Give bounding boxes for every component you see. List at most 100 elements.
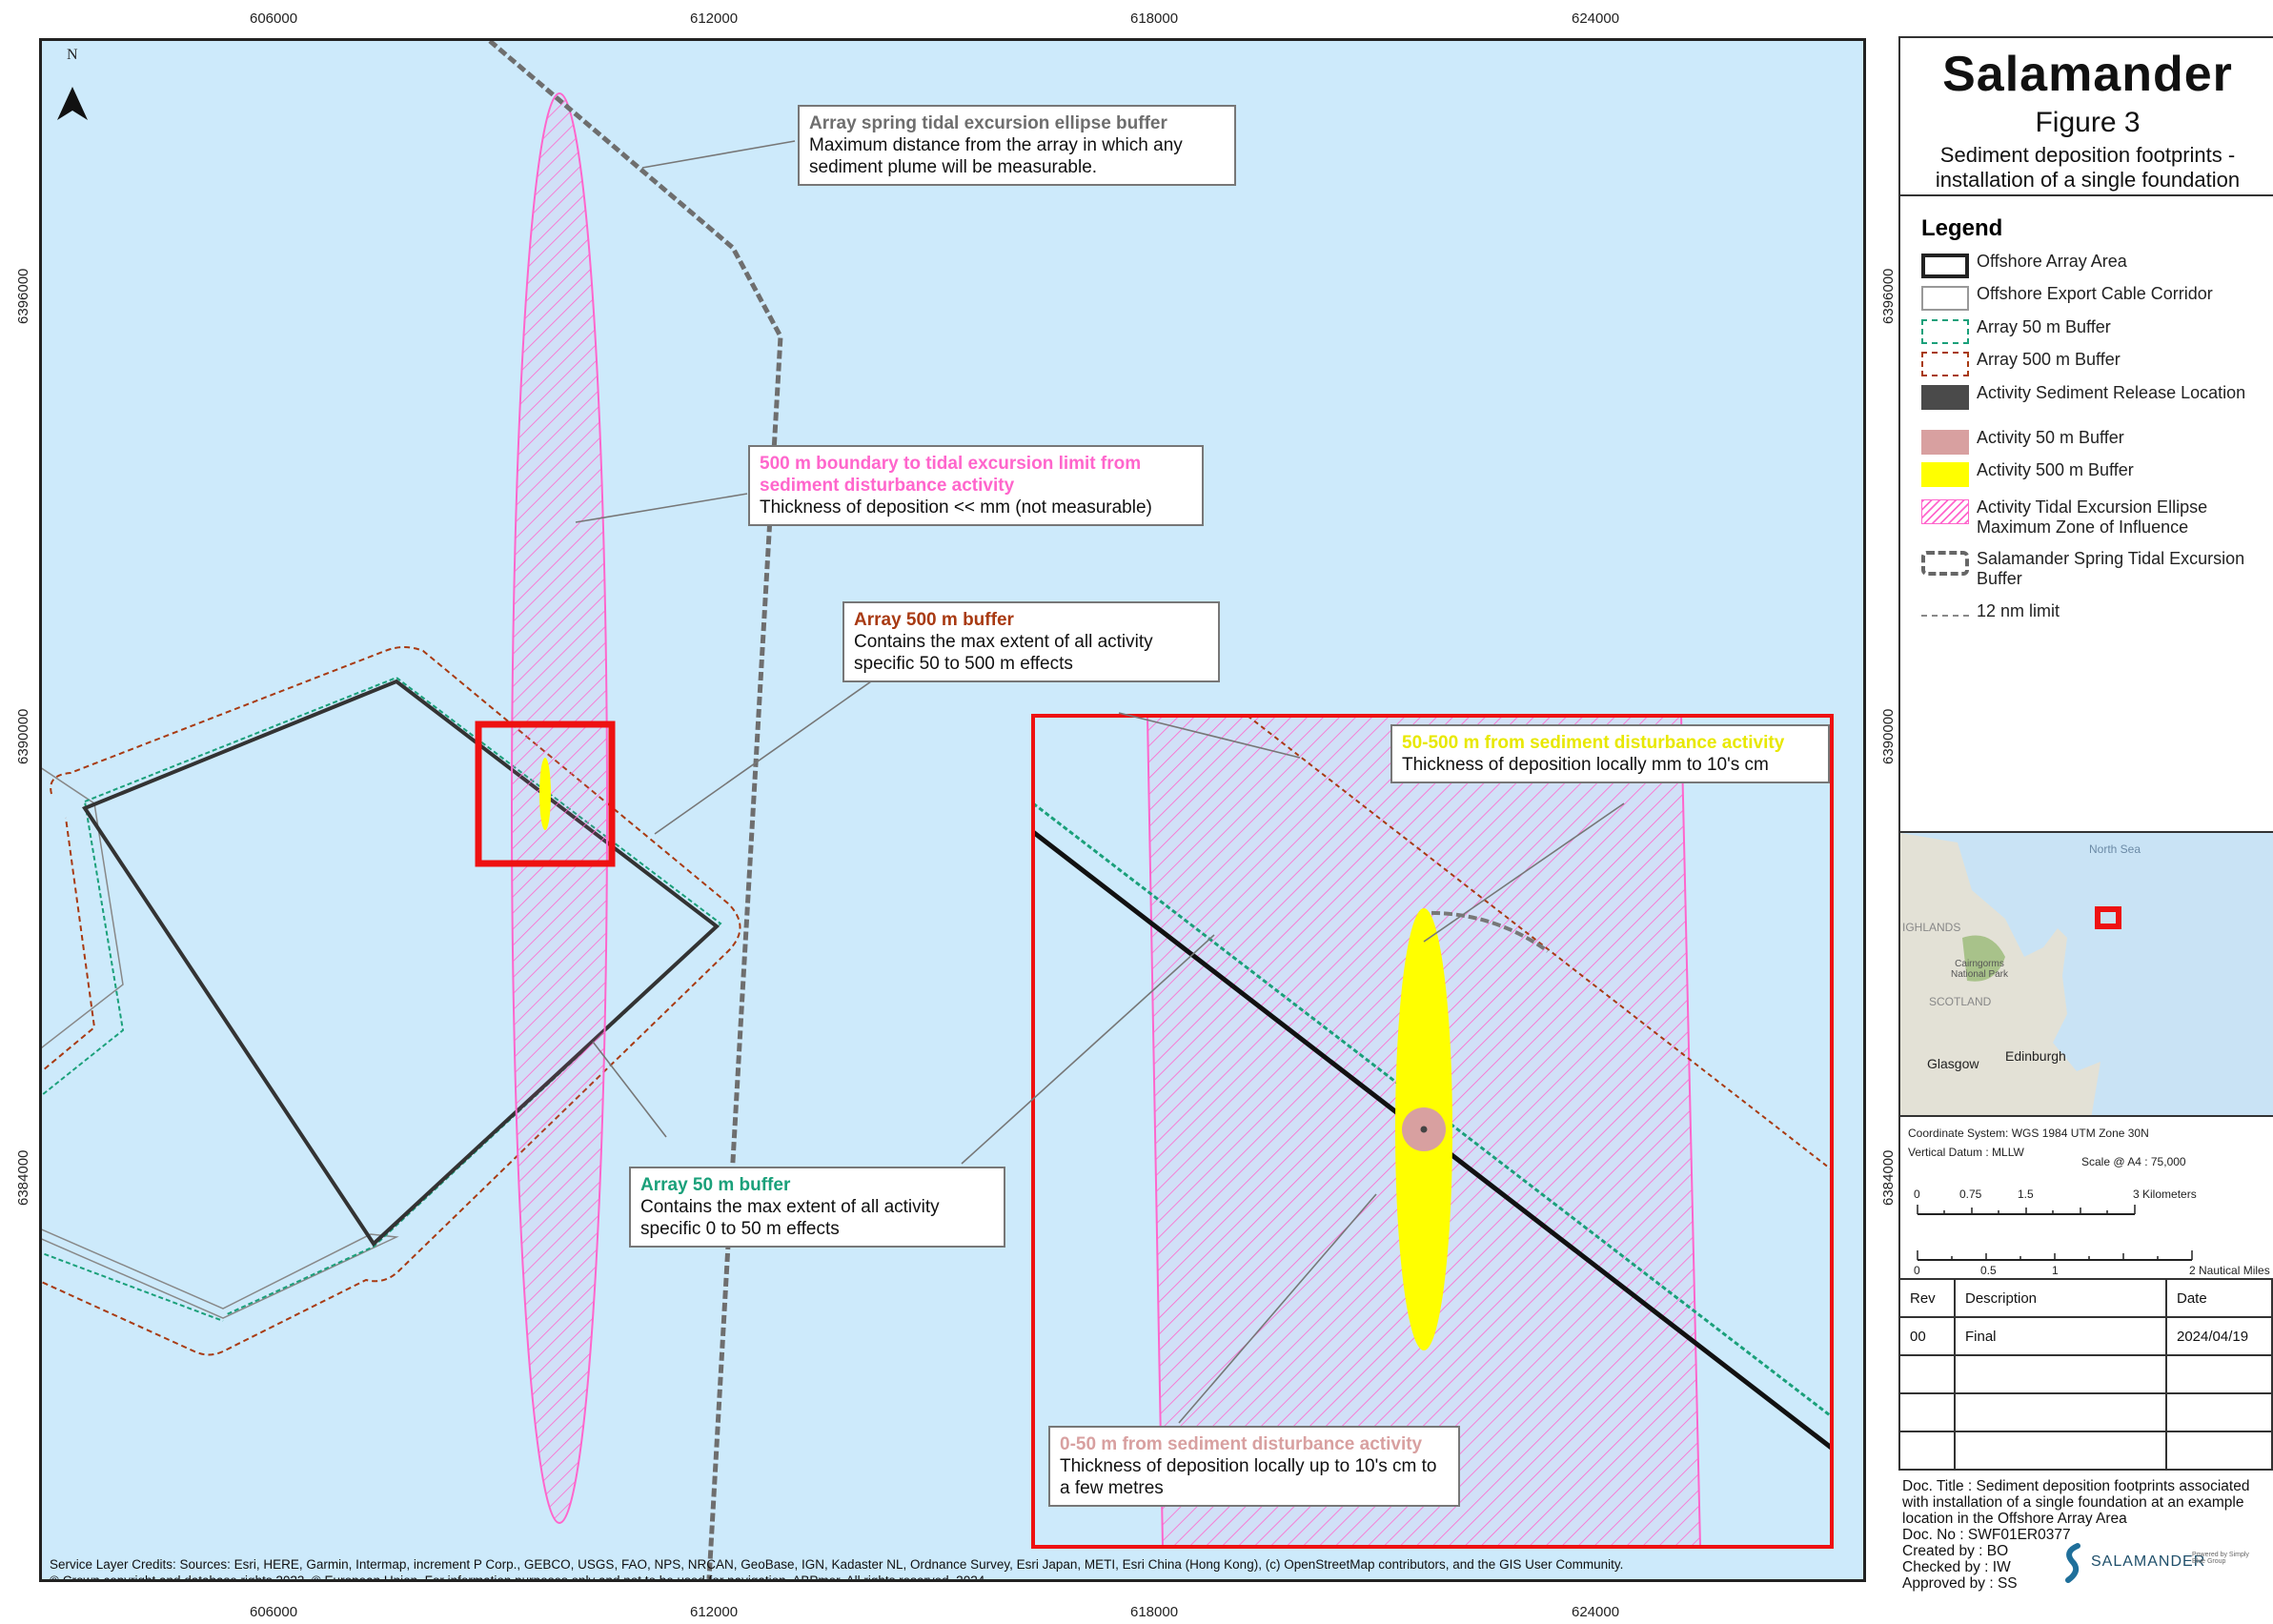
zoom-extent-box[interactable]	[475, 721, 616, 867]
callout-title: 50-500 m from sediment disturbance activ…	[1402, 733, 1785, 753]
legend-swatch	[1921, 551, 1969, 576]
figure-subtitle-1: Sediment deposition footprints -	[1939, 143, 2236, 167]
legend-label: Activity Tidal Excursion Ellipse Maximum…	[1977, 497, 2208, 537]
rev-cell: 00	[1898, 1316, 1956, 1356]
created-by: Created by : BO	[1902, 1543, 2009, 1559]
approved-by: Approved by : SS	[1902, 1575, 2018, 1592]
document-info: Doc. Title : Sediment deposition footpri…	[1902, 1478, 2273, 1592]
salamander-logo-icon	[2065, 1543, 2080, 1583]
legend-swatch	[1921, 385, 1969, 410]
revision-table: Rev Description Date 00 Final 2024/04/19	[1898, 1278, 2273, 1471]
scale-bars	[1917, 1205, 2193, 1261]
km-label-2: 1.5	[2018, 1188, 2034, 1201]
legend-label: Activity Sediment Release Location	[1977, 383, 2246, 402]
figure-subtitle-2: installation of a single foundation	[1935, 168, 2241, 192]
brand-title: Salamander	[1942, 47, 2233, 102]
salamander-spring-tidal-excursion-buffer	[488, 41, 783, 1579]
x-tick-label: 618000	[1130, 10, 1179, 27]
map-canvas	[42, 41, 1834, 1579]
km-label-0: 0	[1914, 1188, 1920, 1201]
callout-text: Maximum distance from the array in which…	[809, 135, 1183, 177]
scale-block: Coordinate System: WGS 1984 UTM Zone 30N…	[1898, 1115, 2273, 1280]
callout-title: 0-50 m from sediment disturbance activit…	[1060, 1434, 1423, 1454]
map-scale: Scale @ A4 : 75,000	[2081, 1155, 2186, 1168]
revision-header-row: Rev Description Date	[1898, 1278, 2273, 1318]
legend-label: Offshore Export Cable Corridor	[1977, 284, 2213, 303]
map-callout: Array spring tidal excursion ellipse buf…	[798, 105, 1236, 186]
main-map[interactable]: N Array spring tidal excursion ellipse b…	[39, 38, 1866, 1582]
km-label-3: 3 Kilometers	[2133, 1188, 2197, 1201]
legend-swatch	[1921, 499, 1969, 524]
y-tick-label: 6396000	[1880, 268, 1897, 324]
overview-land	[1900, 833, 2121, 1115]
nm-label-2: 1	[2052, 1264, 2059, 1277]
x-tick-label: 618000	[1130, 1604, 1179, 1620]
legend-label: 12 nm limit	[1977, 601, 2060, 620]
zoom-inset	[1033, 716, 1832, 1547]
nm-label-3: 2 Nautical Miles	[2189, 1264, 2270, 1277]
legend-swatch	[1921, 430, 1969, 455]
array-50m-buffer	[42, 676, 722, 1322]
y-tick-label: 6396000	[15, 268, 31, 324]
checked-by: Checked by : IW	[1902, 1559, 2011, 1575]
description-header: Description	[1954, 1278, 2167, 1318]
legend-swatch	[1921, 319, 1969, 344]
vertical-datum: Vertical Datum : MLLW	[1908, 1146, 2024, 1159]
legend-label: Activity 50 m Buffer	[1977, 428, 2124, 447]
service-credits: Service Layer Credits: Sources: Esri, HE…	[50, 1556, 1841, 1582]
y-tick-label: 6384000	[1880, 1149, 1897, 1206]
map-callout: 500 m boundary to tidal excursion limit …	[748, 445, 1204, 526]
activity-tidal-excursion-ellipse[interactable]	[511, 92, 608, 1524]
legend-swatch	[1921, 352, 1969, 376]
north-label: N	[67, 47, 78, 63]
legend-title: Legend	[1921, 215, 2003, 241]
legend-label: Offshore Array Area	[1977, 252, 2127, 271]
nm-label-0: 0	[1914, 1264, 1920, 1277]
credits-line-2: © Crown copyright and database rights 20…	[50, 1573, 988, 1582]
legend-label: Array 500 m Buffer	[1977, 350, 2121, 369]
rev-header: Rev	[1898, 1278, 1956, 1318]
park-label: Cairngorms National Park	[1950, 959, 2009, 980]
table-row	[1898, 1431, 2273, 1471]
callout-text: Thickness of deposition locally up to 10…	[1060, 1456, 1437, 1498]
table-row	[1898, 1392, 2273, 1432]
offshore-export-cable-corridor-west	[42, 767, 124, 1049]
callout-title: Array 50 m buffer	[640, 1175, 791, 1195]
legend-swatch	[1921, 462, 1969, 487]
legend-swatch	[1921, 286, 1969, 311]
y-tick-label: 6384000	[15, 1149, 31, 1206]
nm-label-1: 0.5	[1980, 1264, 1997, 1277]
zoom-inset-border	[1031, 714, 1834, 1549]
activity-500m-buffer-small	[539, 758, 551, 830]
highlands-label: IGHLANDS	[1902, 921, 1961, 934]
description-cell: Final	[1954, 1316, 2167, 1356]
coordinate-system: Coordinate System: WGS 1984 UTM Zone 30N	[1908, 1127, 2149, 1140]
offshore-array-area[interactable]	[81, 679, 720, 1248]
y-tick-label: 6390000	[1880, 708, 1897, 764]
km-label-1: 0.75	[1959, 1188, 1982, 1201]
callout-text: Thickness of deposition locally mm to 10…	[1402, 755, 1769, 775]
table-row: 00 Final 2024/04/19	[1898, 1316, 2273, 1356]
doc-title: Doc. Title : Sediment deposition footpri…	[1902, 1478, 2250, 1527]
x-tick-label: 612000	[690, 10, 739, 27]
legend-label: Salamander Spring Tidal Excursion Buffer	[1977, 549, 2245, 588]
callout-title: 500 m boundary to tidal excursion limit …	[760, 454, 1142, 496]
legend-swatch	[1921, 254, 1969, 278]
legend-label: Array 50 m Buffer	[1977, 317, 2111, 336]
array-500m-buffer	[42, 646, 741, 1356]
credits-line-1: Service Layer Credits: Sources: Esri, HE…	[50, 1557, 1624, 1572]
logo-tagline: Powered by Simply Blue Group	[2192, 1552, 2249, 1565]
y-tick-label: 6390000	[15, 708, 31, 764]
x-tick-label: 606000	[250, 10, 298, 27]
scotland-label: SCOTLAND	[1929, 995, 1992, 1008]
x-tick-label: 624000	[1572, 10, 1620, 27]
map-info-panel: Salamander Figure 3 Sediment deposition …	[1898, 36, 2273, 1609]
callout-title: Array spring tidal excursion ellipse buf…	[809, 113, 1167, 133]
date-cell: 2024/04/19	[2165, 1316, 2273, 1356]
overview-map[interactable]: North Sea IGHLANDS Cairngorms National P…	[1898, 831, 2273, 1117]
north-sea-label: North Sea	[2088, 842, 2141, 856]
doc-number: Doc. No : SWF01ER0377	[1902, 1527, 2071, 1543]
